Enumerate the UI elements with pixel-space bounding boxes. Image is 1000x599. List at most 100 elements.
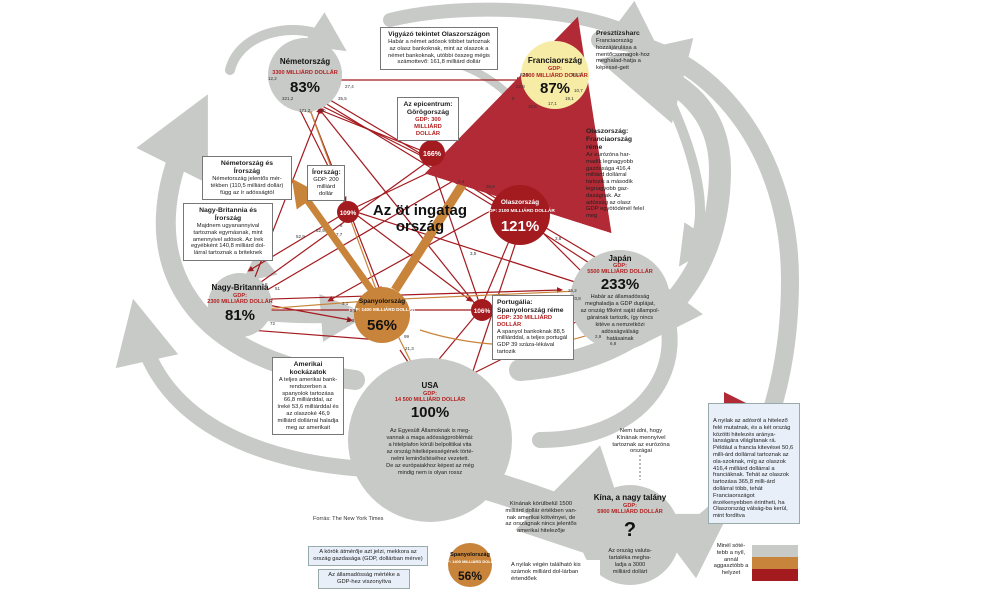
box-nb-ir: Nagy-Britannia és Írország Majdnem ugyan… xyxy=(183,203,273,261)
nagybritannia-gdp: 2300 MILLIÁRD DOLLÁR xyxy=(207,298,273,305)
box-amerikai-title: Amerikai kockázatok xyxy=(289,361,327,376)
arrow-number: 5 xyxy=(512,96,515,101)
legend-circle-size-text: A körök átmérője azt jelzi, mekkora az o… xyxy=(313,549,423,562)
franciaorszag-pct: 87% xyxy=(540,80,570,97)
kina-gdp-prefix: GDP: xyxy=(623,503,637,509)
franciaorszag-name: Franciaország xyxy=(528,56,582,65)
legend-arrow-text: A nyilak az adósról a hitelező felé muta… xyxy=(713,418,794,520)
olaszorszag-gdp: GDP: 2100 MILLIÁRD DOLLÁR xyxy=(485,207,555,214)
box-kina-note: Nem tudni, hogy Kínának mennyivel tartoz… xyxy=(605,425,677,458)
arrow-number: 8 xyxy=(265,282,268,287)
legend-sample-pct: 56% xyxy=(458,569,482,583)
arrow-number: 2,9 xyxy=(595,334,602,339)
arrow-number: 35,5 xyxy=(338,96,347,101)
box-nemet-ir-text: Németország jelentős mér-tékben (110,5 m… xyxy=(210,176,284,196)
arrow-number: 63,5 xyxy=(520,72,529,77)
kina-gdp: 5900 MILLIÁRD DOLLÁR xyxy=(597,508,663,515)
legend-arrow-end: A nyilak végén található kis számok mill… xyxy=(508,560,600,585)
spanyolorszag-pct: 56% xyxy=(367,317,397,334)
box-nemet-ir: Németország és Írország Németország jele… xyxy=(202,156,292,201)
usa-text-4: nelmi leminősítéséhez vezetett. xyxy=(391,456,469,462)
arrow-number: 7,7 xyxy=(336,232,343,237)
circle-nemetorszag xyxy=(268,38,342,112)
circle-nagybritannia xyxy=(208,273,272,337)
box-vigyazo-text: Habár a német adósok többet tartoznak az… xyxy=(388,39,490,66)
kina-text-2: ladja a 3000 xyxy=(615,562,645,568)
japan-text-6: hatásainak xyxy=(606,336,633,342)
kina-text-3: milliárd dollárt xyxy=(613,569,648,575)
label-spanyolorszag: Spanyolország GDP: 1400 MILLIÁRD DOLLÁR … xyxy=(349,298,416,334)
box-irorszag-title: Írország: xyxy=(312,169,341,176)
arrow-number: 3,8 xyxy=(555,236,562,241)
arrow-number: 10,7 xyxy=(574,88,583,93)
gorogorszag-pct: 166% xyxy=(423,151,442,158)
kina-text-0: Az ország valuta- xyxy=(608,548,651,554)
arrow-number: 6,8 xyxy=(610,341,617,346)
usa-gdp: 14 500 MILLIÁRD DOLLÁR xyxy=(395,396,465,403)
usa-gdp-prefix: GDP: xyxy=(423,391,437,397)
arrow-number: 3,5 xyxy=(470,251,477,256)
label-usa: USA GDP: 14 500 MILLIÁRD DOLLÁR 100% Az … xyxy=(386,381,474,476)
label-kina: Kína, a nagy talány GDP: 5900 MILLIÁRD D… xyxy=(594,493,667,575)
center-title-line-2: ország xyxy=(396,218,444,235)
nemetorszag-pct: 83% xyxy=(290,79,320,96)
box-amerikai-text: A teljes amerikai bank-rendszerben a spa… xyxy=(277,377,339,431)
arrow-number: 27,4 xyxy=(345,84,354,89)
box-presztizs-title: Presztízsharc xyxy=(596,30,640,37)
arrow-number: 2,4 xyxy=(458,179,465,184)
arrow-number: 17,1 xyxy=(548,101,557,106)
arrow-number: 99 xyxy=(404,334,410,339)
arrow-number: 22,8 xyxy=(516,84,525,89)
arrow-number: 52,5 xyxy=(316,228,325,233)
kina-text-1: tartaléka megha- xyxy=(609,555,651,561)
legend-sample-circle xyxy=(448,543,492,587)
kina-pct: ? xyxy=(624,519,636,541)
arrow-number: 32,6 xyxy=(528,104,537,109)
arrow-number: 3,3 xyxy=(348,318,355,323)
arrow-number: 52,9 xyxy=(296,234,305,239)
box-portugalia-text: A spanyol bankoknak 88,5 milliárddal, a … xyxy=(497,328,568,355)
box-kotveny: Kínának körülbelül 1500 milliárd dollár … xyxy=(500,498,582,538)
japan-text-0: Habár az államadósság xyxy=(591,294,650,300)
olaszorszag-name: Olaszország xyxy=(501,199,539,206)
label-nemetorszag: Németország 3300 MILLIÁRD DOLLÁR 83% xyxy=(272,57,338,96)
nemetorszag-gdp: 3300 MILLIÁRD DOLLÁR xyxy=(272,69,338,76)
kina-title: Kína, a nagy talány xyxy=(594,493,667,502)
circle-spanyolorszag xyxy=(354,287,410,343)
japan-text-3: gárainak tartozik, így nincs xyxy=(587,315,653,321)
legend-sample-gdp: GDP: 1400 MILLIÁRD DOLLÁR xyxy=(441,559,499,564)
center-title: Az öt ingatag ország xyxy=(373,202,467,235)
box-presztizs: Presztízsharc Franciaország hozzájárulás… xyxy=(592,27,658,75)
box-epicentrum-title: Az epicentrum: Görögország xyxy=(403,101,453,116)
irorszag-pct: 109% xyxy=(340,210,357,217)
circle-gorogorszag xyxy=(419,140,445,166)
usa-text-3: az ország hitelképességének törté- xyxy=(387,449,474,455)
circle-kina xyxy=(580,485,680,585)
center-title-line-1: Az öt ingatag xyxy=(373,202,467,219)
box-irorszag: Írország: GDP: 200 milliárd dollár xyxy=(307,165,345,202)
legend-arrow-end-text: A nyilak végén található kis számok mill… xyxy=(511,562,581,582)
box-amerikai: Amerikai kockázatok A teljes amerikai ba… xyxy=(272,357,344,436)
label-olaszorszag: Olaszország GDP: 2100 MILLIÁRD DOLLÁR 12… xyxy=(485,199,555,235)
franciaorszag-gdp-prefix: GDP: xyxy=(548,66,562,72)
japan-name: Japán xyxy=(608,254,631,263)
box-portugalia-gdp: GDP: 230 MILLIÁRD DOLLÁR xyxy=(497,315,553,328)
circle-usa xyxy=(348,358,512,522)
usa-text-1: vannak a maga adósságproblémái: xyxy=(386,435,474,441)
nemetorszag-name: Németország xyxy=(280,57,330,66)
box-epicentrum-gdp: GDP: 300 MILLIÁRD DOLLÁR xyxy=(414,117,442,137)
box-portugalia: Portugália: Spanyolország réme GDP: 230 … xyxy=(492,295,574,360)
portugalia-pct: 106% xyxy=(474,308,491,315)
nagybritannia-pct: 81% xyxy=(225,307,255,324)
legend-arrow-box: A nyilak az adósról a hitelező felé muta… xyxy=(708,403,800,524)
box-nb-ir-title: Nagy-Britannia és Írország xyxy=(199,207,257,222)
box-kina-note-text: Nem tudni, hogy Kínának mennyivel tartoz… xyxy=(612,428,670,455)
legend-circle-size: A körök átmérője azt jelzi, mekkora az o… xyxy=(308,546,428,566)
franciaorszag-gdp: 2600 MILLIÁRD DOLLÁR xyxy=(522,72,588,79)
legend-color-text: Minél söté-tebb a nyíl, annál aggasztóbb… xyxy=(713,543,749,577)
arrow-number: 72 xyxy=(270,321,276,326)
olaszorszag-pct: 121% xyxy=(501,218,539,235)
box-olasz-reme-text: Az eurózóna har-madik legnagyobb gazdasá… xyxy=(586,152,644,220)
arrow-number: 3,1 xyxy=(342,301,349,306)
